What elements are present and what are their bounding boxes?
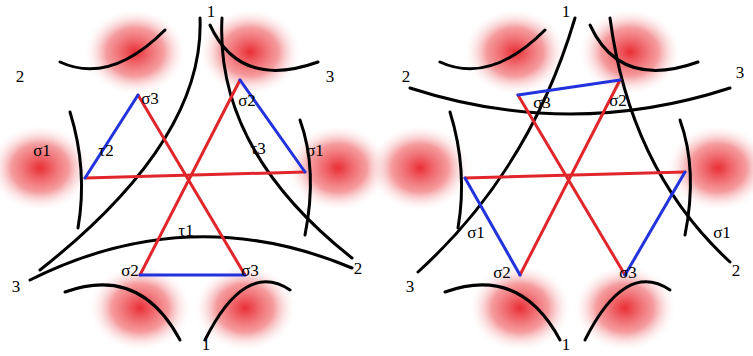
boundary-number: 2 [15,67,26,86]
boundary-number: 1 [201,335,212,354]
string-boundary [70,112,82,228]
boundary-number: 2 [731,261,742,280]
string-curve [610,18,730,262]
blue-line [465,178,520,275]
boundary-number: 2 [353,259,364,278]
red-region [88,264,192,352]
segment-label: σ1 [712,223,732,242]
string-boundary [205,282,290,340]
segment-label: τ3 [249,139,266,158]
red-region [468,264,572,352]
segment-label: σ1 [466,223,486,242]
boundary-number: 3 [735,63,746,82]
string-boundary [590,25,698,70]
blue-line [140,274,245,277]
segment-label: σ3 [618,263,638,282]
string-boundary [60,30,165,69]
segment-label: σ2 [237,91,257,110]
boundary-number: 1 [561,1,572,20]
segment-label: σ3 [240,261,260,280]
string-curve [40,18,200,270]
boundary-number: 2 [401,67,412,86]
red-region [666,124,753,212]
string-curve [410,88,730,114]
string-boundary [585,282,670,340]
string-curve [222,18,352,258]
string-boundary [445,285,560,340]
segment-label: σ1 [32,141,52,160]
segment-label: τ1 [177,221,194,240]
segment-label: σ3 [532,93,552,112]
boundary-number: 3 [11,277,22,296]
string-boundary [450,112,462,228]
red-region [0,124,92,212]
blue-line [85,95,138,178]
segment-label: σ3 [140,89,160,108]
red-region [198,8,302,96]
red-line [465,172,685,178]
string-boundary [65,285,180,340]
boundary-number: 1 [561,335,572,354]
segment-label: σ1 [305,141,325,160]
boundary-number: 3 [405,277,416,296]
string-curve [30,237,352,280]
blue-line [625,172,685,275]
segment-label: σ2 [120,261,140,280]
red-line [85,172,305,178]
boundary-number: 3 [325,67,336,86]
segment-label: τ2 [97,141,114,160]
segment-label: σ2 [492,263,512,282]
string-boundary [440,30,545,69]
string-boundary [210,25,318,70]
red-region [83,8,187,96]
boundary-number: 1 [206,1,217,20]
segment-label: σ2 [608,91,628,110]
